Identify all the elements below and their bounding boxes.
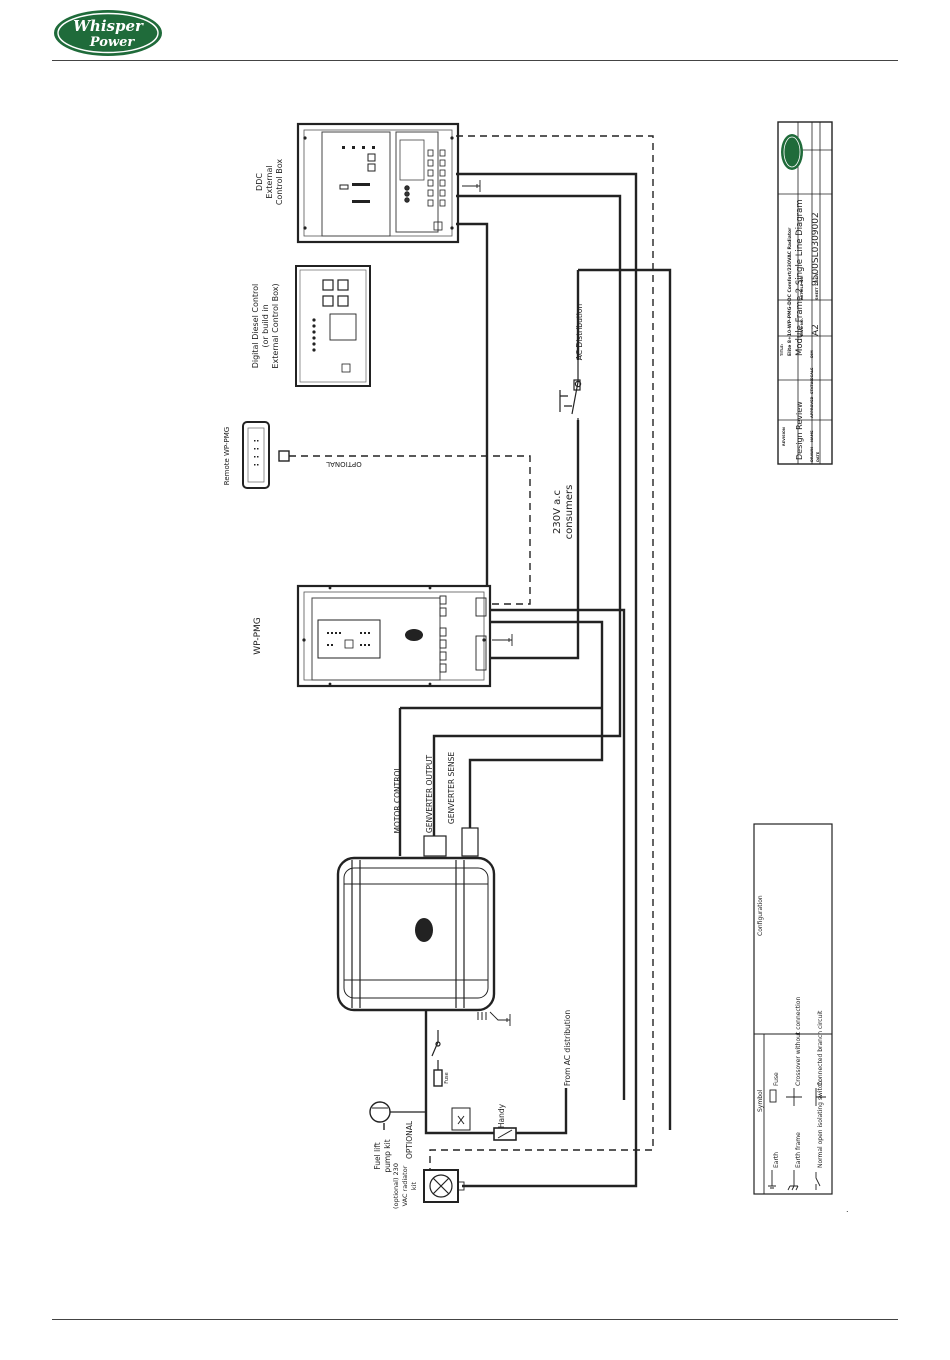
tb-field-drawing-no: DWG NO. [800,318,804,336]
ddc-label: DDC External Control Box [255,159,284,206]
remote-connector [278,450,290,462]
ddc-label-line3: Control Box [275,159,284,206]
from-ac-distribution-label: From AC distribution [563,1010,572,1087]
header-rule [52,60,898,61]
digital-diesel-label-line2: (or build in [261,304,270,347]
legend-item-fuse: Fuse [773,1072,780,1086]
remote-wpmg-panel [242,421,270,489]
digital-diesel-label-line1: Digital Diesel Control [251,284,260,369]
tb-title-small: Elite 8+10-WP-PMG-DDC Comfort/230VAC Rad… [787,227,793,356]
ac-distribution-label: AC Distribution [575,304,584,361]
whisper-power-logo: Whisper Power [52,8,164,58]
title-block [777,121,833,465]
fuse-label: Fuse [444,1072,450,1083]
legend-item-crossover: Crossover without connection [795,997,802,1086]
tb-field-article: ARTICLE NO. [800,275,804,300]
remote-wpmg-label: Remote WP-PMG [223,427,231,485]
ddc-label-line1: DDC [255,173,264,191]
tb-field-revision: REVISION [782,427,786,446]
ddc-control-box [296,122,481,244]
legend-item-branch: Connected branch circuit [817,1010,824,1086]
fuel-lift-label-line1: Fuel lift [373,1142,382,1169]
tb-sheet: SHEET 1 OF 1 [815,273,819,300]
fuse-symbol [433,1069,443,1087]
logo-line2: Power [89,35,136,50]
optional-fuel-label: OPTIONAL [405,1120,414,1159]
tb-field-title: TITLE: [780,343,784,356]
tb-field-date: DATE [816,451,820,462]
wiring-lines [398,172,672,1188]
fuel-lift-pump-symbol [369,1101,426,1123]
legend-config-header: Configuration [757,895,764,936]
footer-mark: . [846,1205,849,1214]
genverter-sense-label: GENVERTER SENSE [447,752,456,824]
generator-output-switch [431,1030,441,1070]
motor-control-label: MOTOR CONTROL [393,766,402,834]
legend-item-isolating-switch: Normal open isolating switch [817,1081,824,1168]
tb-field-scale: SCALE [810,367,814,380]
wp-pmg-label: WP-PMG [253,617,263,655]
tb-article-no: 9500SL0309002 [811,212,821,286]
ddc-label-line2: External [265,165,274,198]
ac-switch [559,360,582,428]
tb-field-name: NAME [810,430,814,442]
fuel-relay-block [451,1107,471,1131]
digital-diesel-label-line3: External Control Box) [271,283,280,368]
handy-label: Handy [497,1103,506,1128]
tb-field-approved: APPROVED [810,396,814,418]
legend-item-earth-frame: Earth frame [795,1132,802,1168]
genverter-output-label: GENVERTER OUTPUT [425,754,434,833]
fuel-lift-label-line2: pump kit [383,1139,392,1172]
tb-design-review: Design Review [795,401,804,460]
logo-line1: Whisper [73,17,144,35]
radiator-label-line2: VAC radiator [401,1165,409,1206]
tb-module-title: Module Frame 2 Single Line Diagram [795,199,805,356]
tb-field-dim: DIM [810,350,814,358]
digital-diesel-control-panel [295,265,371,387]
digital-diesel-label: Digital Diesel Control (or build in Exte… [251,283,280,368]
legend-symbol-header: Symbol [757,1089,764,1112]
dashed-control-line [289,135,654,1185]
tb-field-drawn: DRAWN [810,447,814,462]
optional-remote-label: OPTIONAL [326,460,362,468]
legend-item-earth: Earth [773,1152,780,1168]
footer-rule [52,1319,898,1320]
consumers-label-line1: 230V a.c [552,490,563,534]
generator-unit [336,827,511,1026]
wp-pmg-panel [296,584,513,688]
tb-field-status: STATUS [810,379,814,394]
radiator-label-line3: kit [410,1181,418,1190]
tb-size: A2 [811,324,821,336]
consumers-label-line2: consumers [564,485,575,540]
radiator-label-line1: (optional) 230 [392,1163,400,1209]
legend-box [753,823,833,1195]
radiator-fan-symbol [423,1169,465,1203]
